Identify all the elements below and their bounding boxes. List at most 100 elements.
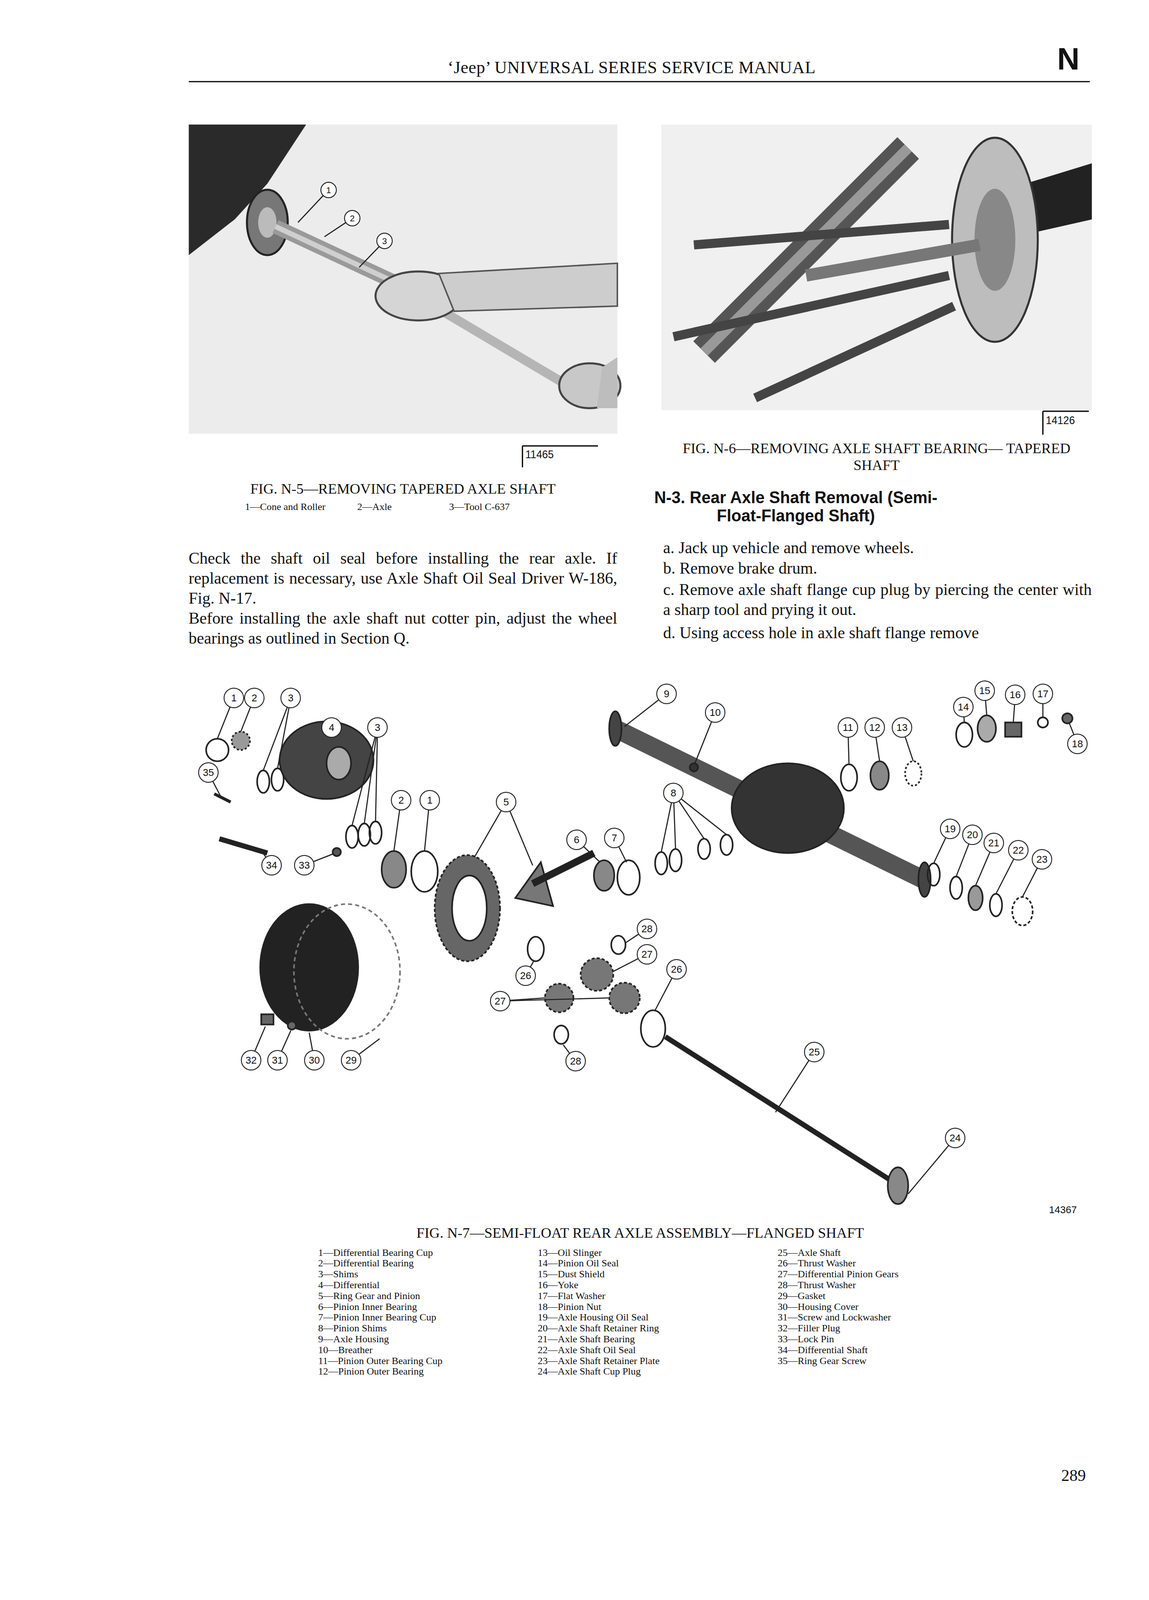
callout-number: 12 [864, 717, 885, 738]
drawn-circle [609, 982, 640, 1014]
drawn-rect [661, 124, 1092, 411]
drawn-ellipse [260, 904, 359, 1031]
callout-number: 3 [280, 687, 301, 709]
callout-text: 11 [842, 722, 854, 733]
drawn-circle [332, 848, 341, 857]
drawn-polygon [438, 263, 618, 312]
drawn-ellipse [411, 850, 438, 892]
drawn-ellipse [698, 838, 711, 860]
drawn-ellipse [720, 834, 733, 855]
callout-number: 13 [891, 717, 913, 738]
callout-number: 27 [489, 990, 511, 1012]
callout-text: 17 [1037, 689, 1049, 700]
drawn-polygon [596, 357, 618, 409]
callout-number: 28 [565, 1050, 586, 1072]
callout-text: 1 [326, 185, 332, 195]
drawn-ellipse [654, 851, 668, 875]
callout-text: 3 [287, 693, 294, 704]
legend-item: 12—Pinion Outer Bearing [318, 1365, 424, 1377]
drawn-rect [188, 124, 618, 434]
callout-text: 26 [670, 964, 682, 975]
drawn-line [364, 727, 378, 824]
drawn-line [617, 729, 924, 880]
legend-item: 4—Differential [318, 1279, 380, 1291]
drawn-ellipse [326, 746, 351, 780]
callout-text: 8 [670, 788, 676, 799]
callout-number: 15 [974, 680, 995, 701]
callout-text: 27 [641, 949, 653, 960]
callout-number: 25 [804, 1041, 825, 1063]
callout-text: 3 [374, 722, 380, 733]
legend-item: 35—Ring Gear Screw [777, 1355, 867, 1367]
callout-number: 31 [267, 1049, 288, 1071]
legend-item: 32—Filler Plug [777, 1322, 841, 1334]
drawn-ellipse [594, 859, 615, 891]
callout-number: 1 [223, 687, 245, 709]
legend-item: 11—Pinion Outer Bearing Cup [318, 1355, 443, 1367]
drawn-circle [689, 763, 699, 772]
drawn-line [754, 305, 955, 398]
legend-item: 20—Axle Shaft Retainer Ring [537, 1322, 660, 1334]
callout-text: 4 [328, 722, 335, 733]
callout-number: 5 [495, 791, 517, 813]
leader-lines [208, 189, 1078, 1194]
exploded-axle-parts [206, 711, 1073, 1204]
callout-number: 21 [983, 832, 1005, 854]
figure-number: 14367 [1049, 1203, 1077, 1216]
drawn-line [263, 698, 291, 771]
drawn-ellipse [294, 904, 400, 1039]
drawn-circle [287, 1021, 296, 1030]
legend-item: 2—Differential Bearing [318, 1257, 414, 1269]
legend-item: 22—Axle Shaft Oil Seal [537, 1344, 636, 1356]
drawn-ellipse [974, 188, 1016, 291]
drawn-line [375, 727, 378, 822]
drawn-circle [1062, 713, 1073, 724]
legend-item: 3—Tool C-637 [449, 500, 510, 513]
callout-text: 1 [426, 795, 433, 806]
drawn-ellipse [968, 885, 983, 911]
legend-item: 5—Ring Gear and Pinion [318, 1290, 420, 1302]
legend-item: 1—Differential Bearing Cup [318, 1247, 434, 1259]
callout-text: 5 [503, 797, 509, 808]
body-paragraph: Before installing the axle shaft nut cot… [188, 608, 618, 649]
figure-number: 11465 [525, 448, 554, 461]
callout-number: 19 [939, 818, 961, 840]
drawn-line [532, 853, 595, 884]
callout-number: 2 [390, 789, 412, 811]
callout-number: 4 [321, 717, 342, 738]
drawn-ellipse [977, 715, 996, 742]
callout-text: 25 [808, 1047, 820, 1058]
callout-text: 14 [957, 702, 969, 713]
callout-number: 17 [1032, 683, 1054, 705]
procedure-step: d. Using access hole in axle shaft flang… [663, 622, 1092, 643]
drawn-line [188, 80, 1090, 83]
drawn-rect [1004, 722, 1022, 737]
drawn-ellipse [1012, 896, 1033, 926]
figure-caption: FIG. N-5—REMOVING TAPERED AXLE SHAFT [188, 480, 618, 498]
callout-text: 19 [944, 824, 956, 835]
drawn-ellipse [949, 876, 963, 899]
callout-text: 26 [519, 970, 531, 981]
callout-text: 34 [265, 860, 277, 871]
callout-number: 11 [837, 717, 859, 738]
legend-item: 29—Gasket [777, 1290, 826, 1302]
figure-number: 14126 [1045, 414, 1075, 427]
legend-item: 18—Pinion Nut [537, 1301, 602, 1313]
drawn-rect [261, 1014, 274, 1025]
callout-text: 12 [869, 722, 880, 733]
drawn-line [522, 445, 598, 447]
page-header: ‘Jeep’ UNIVERSAL SERIES SERVICE MANUAL [447, 57, 816, 78]
procedure-step: c. Remove axle shaft flange cup plug by … [663, 579, 1092, 620]
drawn-line [665, 1036, 896, 1184]
legend-item: 16—Yoke [537, 1279, 579, 1291]
callout-number: 20 [962, 824, 983, 845]
legend-item: 23—Axle Shaft Retainer Plate [537, 1355, 660, 1367]
drawn-circle [231, 731, 250, 750]
legend-item: 15—Dust Shield [537, 1268, 605, 1280]
drawn-circle [1037, 717, 1048, 728]
drawn-line [352, 727, 378, 826]
drawn-circle [580, 958, 614, 991]
callout-text: 28 [569, 1056, 581, 1067]
legend-item: 7—Pinion Inner Bearing Cup [318, 1311, 437, 1323]
callout-text: 28 [641, 924, 653, 935]
